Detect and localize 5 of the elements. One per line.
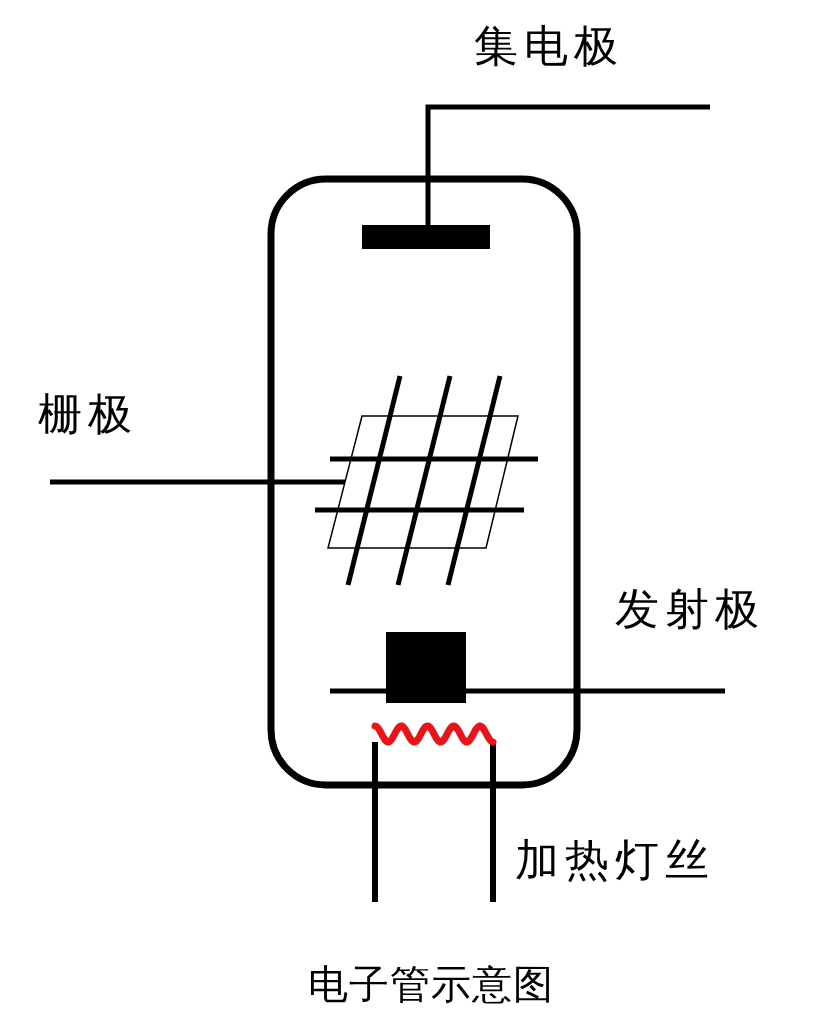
- part-label: 栅极: [38, 390, 138, 439]
- part-label: 发射极: [615, 585, 765, 634]
- part-label: 加热灯丝: [515, 836, 715, 885]
- caption: 电子管示意图: [308, 962, 554, 1006]
- part-label: 集电极: [474, 22, 624, 71]
